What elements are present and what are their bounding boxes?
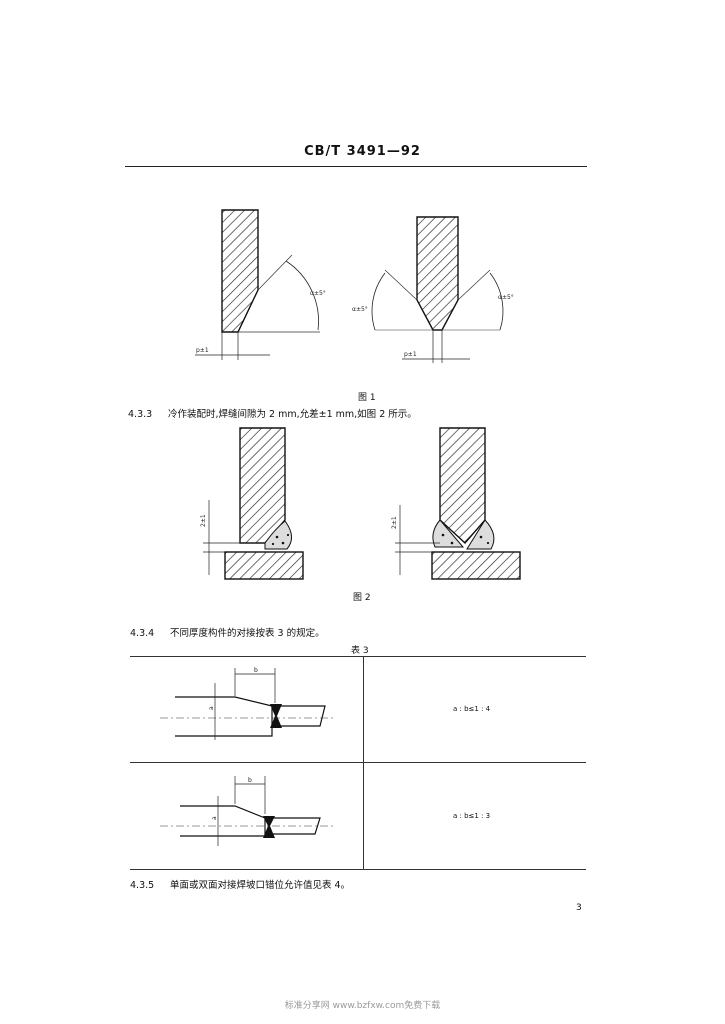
section-4-3-4-text: 不同厚度构件的对接按表 3 的规定。: [170, 628, 325, 639]
fig2-left-weld: [264, 520, 292, 550]
t3r1-thick-plate: [175, 696, 273, 737]
table3-row2-formula: a : b≤1 : 3: [453, 812, 491, 820]
fig2-right-weld-r: [466, 519, 495, 550]
t3r2-weld: [263, 816, 275, 838]
fig1-right-plate: [416, 216, 459, 331]
t3r2-a-label: a: [211, 816, 218, 820]
table3-title: 表 3: [351, 646, 369, 656]
t3r1-a-label: a: [208, 706, 215, 710]
fig1-right-angle-label-r: α±5°: [498, 294, 514, 301]
section-4-3-3-text: 冷作装配时,焊缝间隙为 2 mm,允差±1 mm,如图 2 所示。: [168, 409, 417, 420]
fig1-left-bevel-ext: [257, 254, 293, 291]
t3r2-thick-plate: [180, 805, 266, 837]
figure1-caption: 图 1: [358, 393, 376, 403]
standard-code: CB/T 3491—92: [304, 144, 421, 159]
fig1-right-angle-arc-l: [371, 272, 386, 331]
fig2-right-plate: [439, 427, 486, 545]
fig2-left-label: 2±1: [200, 514, 207, 527]
fig2-left-plate: [239, 427, 286, 544]
fig1-right-angle-arc-r: [489, 272, 504, 331]
fig1-left-angle-arc: [285, 260, 319, 331]
figure2-caption: 图 2: [353, 593, 371, 603]
t3r1-thin-plate: [280, 705, 326, 727]
section-4-3-5-number: 4.3.5: [130, 880, 155, 891]
fig2-right-base-plate: [431, 551, 521, 580]
table3-top-border: [130, 656, 586, 657]
fig2-right-label: 2±1: [391, 516, 398, 529]
page-number: 3: [576, 903, 582, 913]
table3-bottom-border: [130, 869, 586, 870]
fig2-left-base-plate: [224, 551, 304, 580]
t3r1-b-label: b: [254, 667, 258, 674]
t3r2-thin-plate: [273, 817, 321, 835]
section-4-3-3-number: 4.3.3: [128, 409, 153, 420]
t3r1-weld: [270, 704, 282, 728]
fig1-right-angle-label-l: α±5°: [352, 306, 368, 313]
fig2-right-weld-l: [432, 519, 465, 548]
table3-row2-drawing: b a: [160, 776, 335, 846]
table3-row1-drawing: b a: [160, 667, 335, 740]
section-4-3-5-text: 单面或双面对接焊坡口错位允许值见表 4。: [170, 880, 351, 891]
section-4-3-3: 4.3.3 冷作装配时,焊缝间隙为 2 mm,允差±1 mm,如图 2 所示。: [128, 406, 417, 420]
fig1-left-angle-label: α±5°: [310, 290, 326, 297]
section-4-3-4-number: 4.3.4: [130, 628, 155, 639]
figure1-drawing: α±5° p±1 α±5° α±5° p±1: [195, 209, 514, 363]
fig1-left-gap-label: p±1: [196, 347, 209, 354]
table3-row1-formula: a : b≤1 : 4: [453, 705, 491, 713]
section-4-3-5: 4.3.5 单面或双面对接焊坡口错位允许值见表 4。: [130, 877, 350, 891]
table3-row-divider: [130, 762, 586, 763]
section-4-3-4: 4.3.4 不同厚度构件的对接按表 3 的规定。: [130, 625, 325, 639]
figure2-drawing: 2±1 2±1: [200, 427, 521, 580]
fig1-left-plate: [221, 209, 259, 333]
header-rule: [125, 166, 587, 167]
watermark: 标准分享网 www.bzfxw.com免费下载: [284, 1001, 441, 1011]
fig1-right-gap-label: p±1: [404, 351, 417, 358]
t3r2-b-label: b: [248, 777, 252, 784]
